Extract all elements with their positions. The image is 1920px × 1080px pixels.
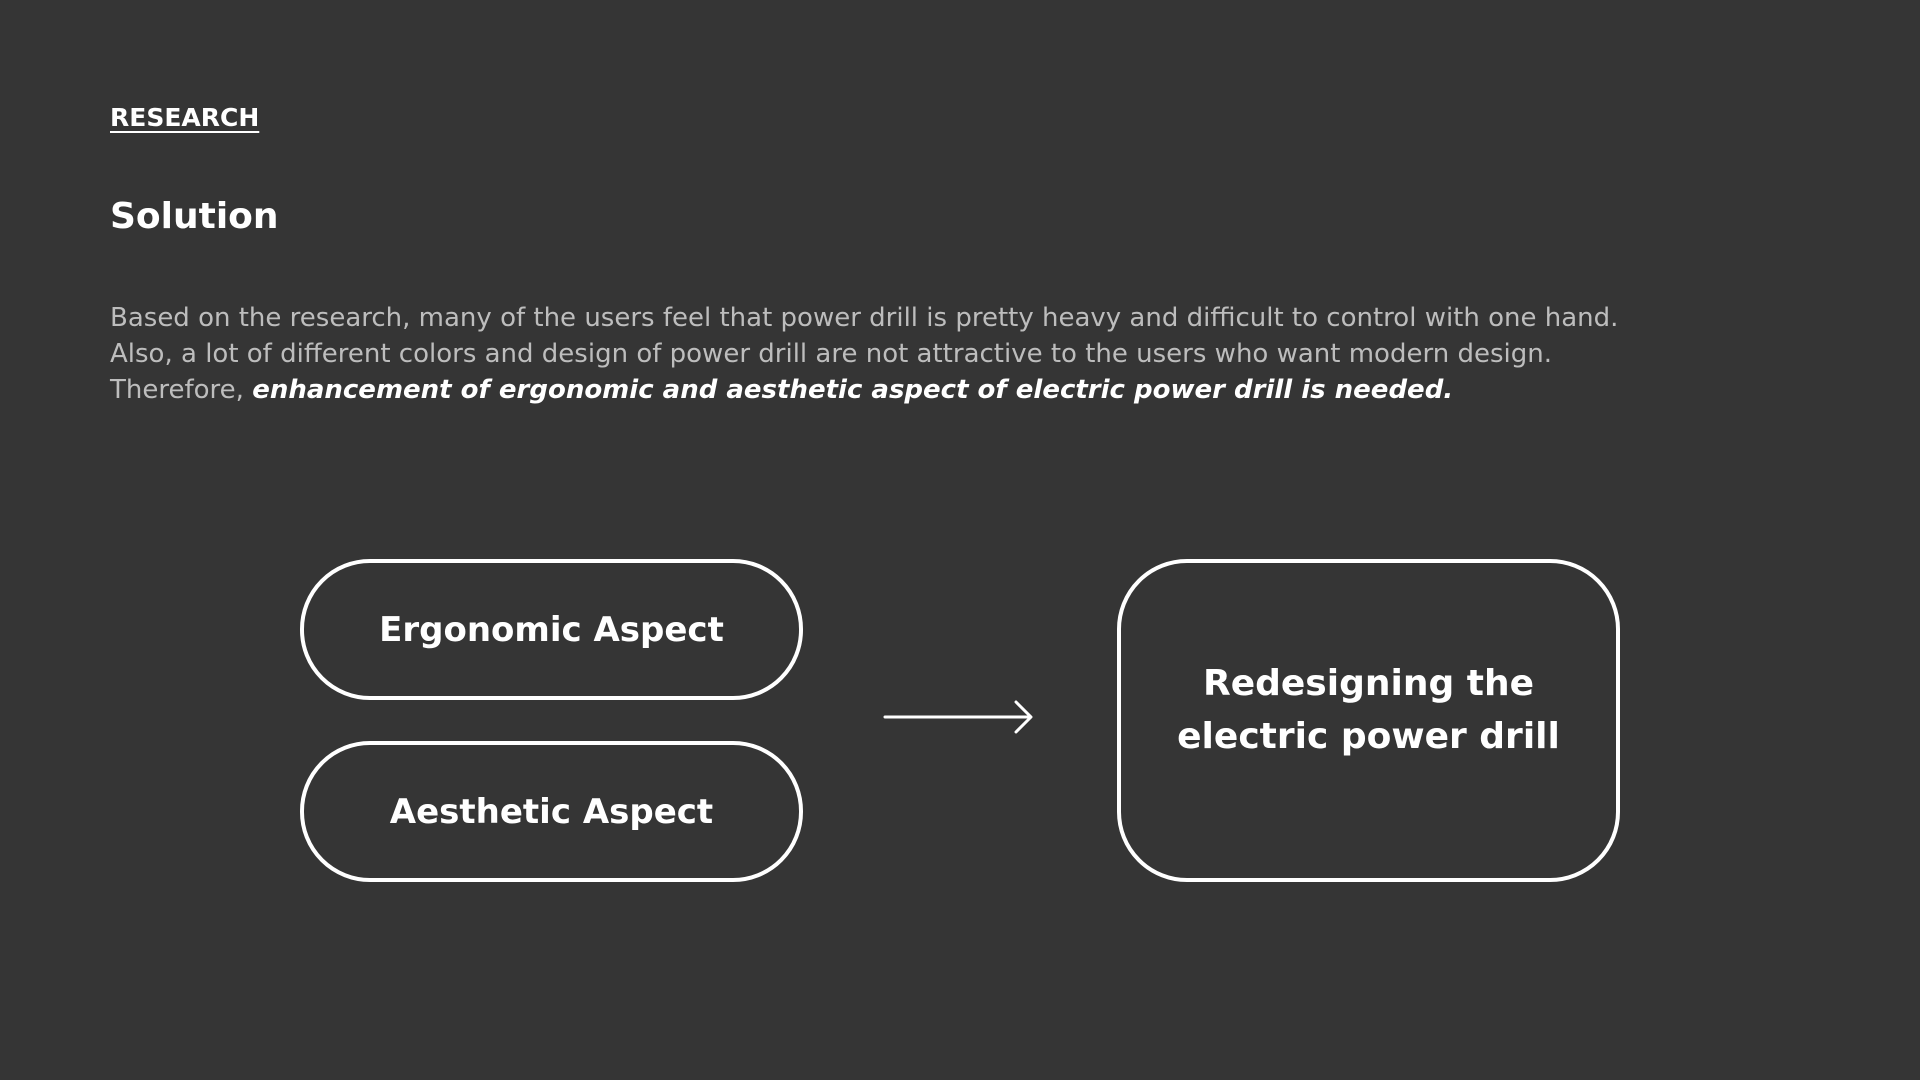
description-emphasis: enhancement of ergonomic and aesthetic a… [252,375,1454,405]
section-label: RESEARCH [110,103,260,132]
page-title: Solution [110,196,279,237]
result-text: Redesigning the electric power drill [1177,657,1560,763]
description-line-2: Also, a lot of different colors and desi… [110,339,1552,369]
ergonomic-aspect-pill: Ergonomic Aspect [300,559,803,700]
description-line-3: Therefore, enhancement of ergonomic and … [110,372,1690,408]
result-line-1: Redesigning the [1202,662,1534,704]
description-line-3-prefix: Therefore, [110,375,253,405]
aesthetic-aspect-label: Aesthetic Aspect [389,791,714,832]
result-box: Redesigning the electric power drill [1117,559,1620,882]
aesthetic-aspect-pill: Aesthetic Aspect [300,741,803,882]
result-line-2: electric power drill [1177,715,1560,757]
description-line-1: Based on the research, many of the users… [110,303,1619,333]
right-arrow-icon [883,700,1033,734]
description-paragraph: Based on the research, many of the users… [110,300,1690,408]
ergonomic-aspect-label: Ergonomic Aspect [379,609,724,650]
